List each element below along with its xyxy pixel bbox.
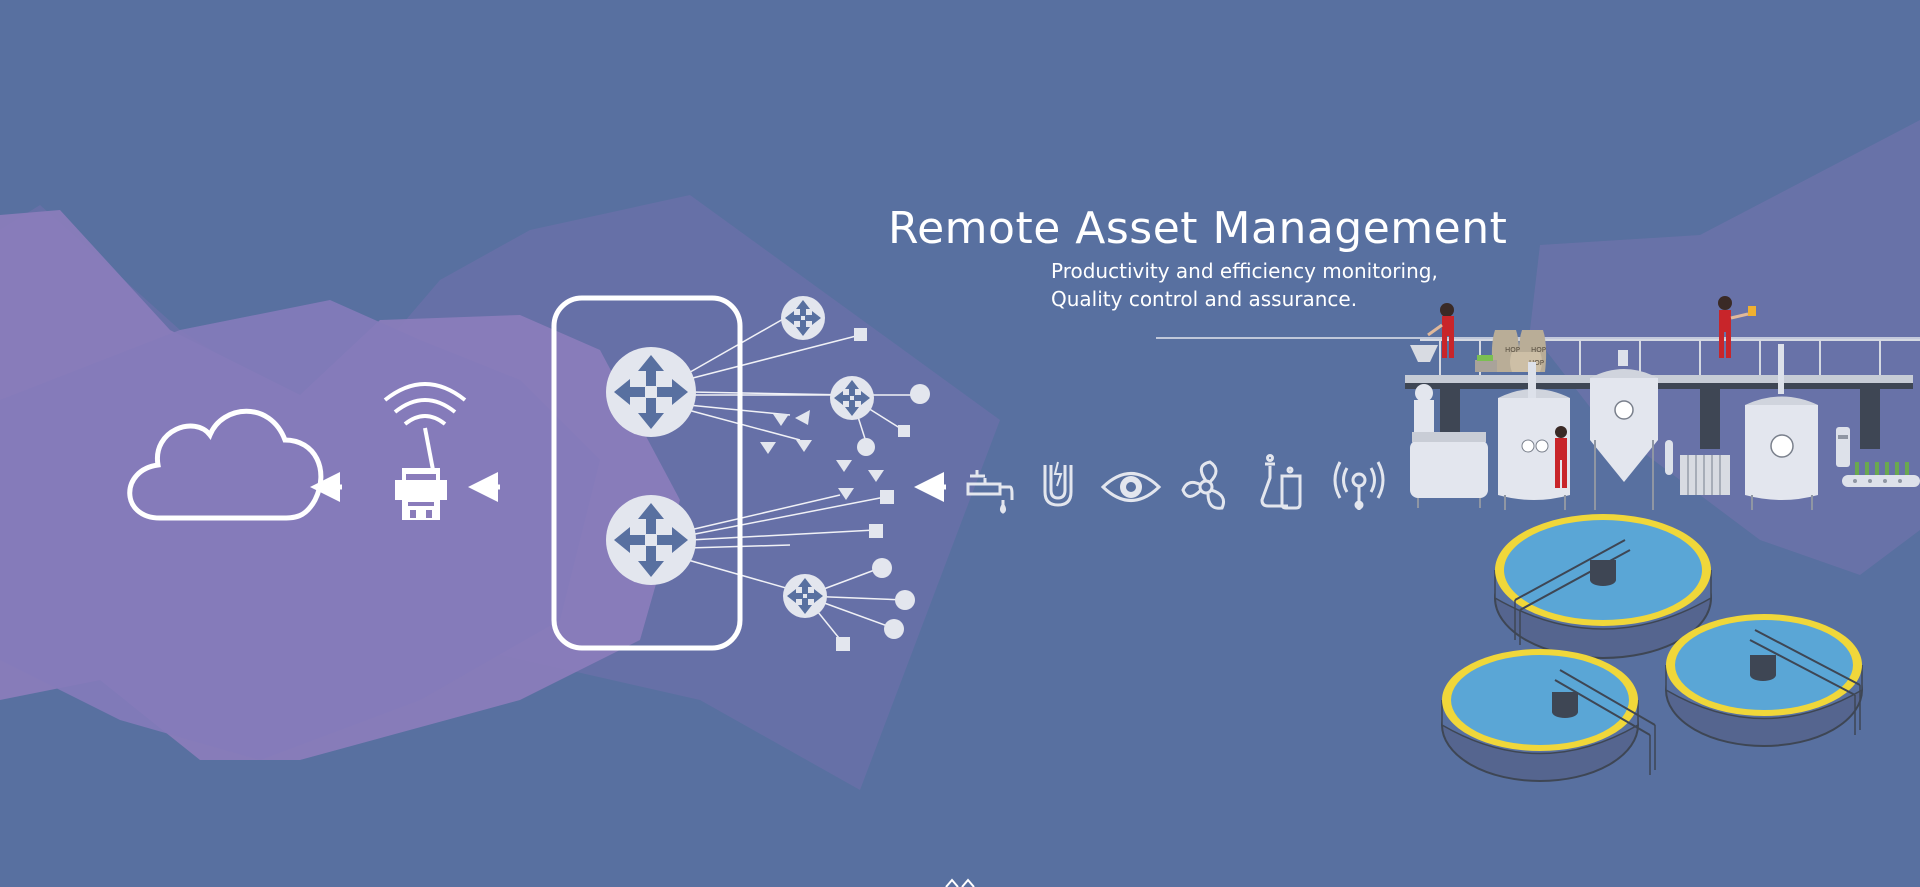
router-enclosure bbox=[551, 295, 743, 651]
network-node-small bbox=[830, 376, 874, 420]
hop-label: HOP bbox=[1505, 346, 1520, 354]
fan-icon bbox=[1181, 460, 1226, 510]
page-title: Remote Asset Management bbox=[888, 203, 1508, 254]
network-endpoints bbox=[760, 328, 930, 651]
bg-shape-right bbox=[1530, 120, 1920, 575]
lab-flask-icon bbox=[1260, 454, 1302, 510]
water-tap-icon bbox=[966, 470, 1014, 514]
bottom-mark bbox=[945, 878, 975, 887]
eye-icon bbox=[1100, 472, 1162, 502]
water-treatment-tanks bbox=[1441, 514, 1863, 782]
background-shapes bbox=[0, 120, 1920, 790]
wireless-gateway-icon bbox=[383, 382, 467, 520]
hop-label: HOP bbox=[1529, 359, 1544, 367]
network-node-small bbox=[783, 574, 827, 618]
brewery-illustration: HOP HOP HOP bbox=[1405, 296, 1920, 510]
magnet-icon bbox=[1043, 461, 1073, 507]
subtitle-line-1: Productivity and efficiency monitoring, bbox=[1051, 259, 1438, 283]
subtitle-line-2: Quality control and assurance. bbox=[1051, 287, 1358, 311]
network-router-icon bbox=[606, 495, 696, 585]
hop-label: HOP bbox=[1531, 346, 1546, 354]
network-links bbox=[684, 317, 915, 644]
network-node-small bbox=[781, 296, 825, 340]
antenna-sensor-icon bbox=[1333, 461, 1385, 510]
bg-shape-purple-lower bbox=[0, 300, 600, 760]
network-router-icon bbox=[606, 347, 696, 437]
